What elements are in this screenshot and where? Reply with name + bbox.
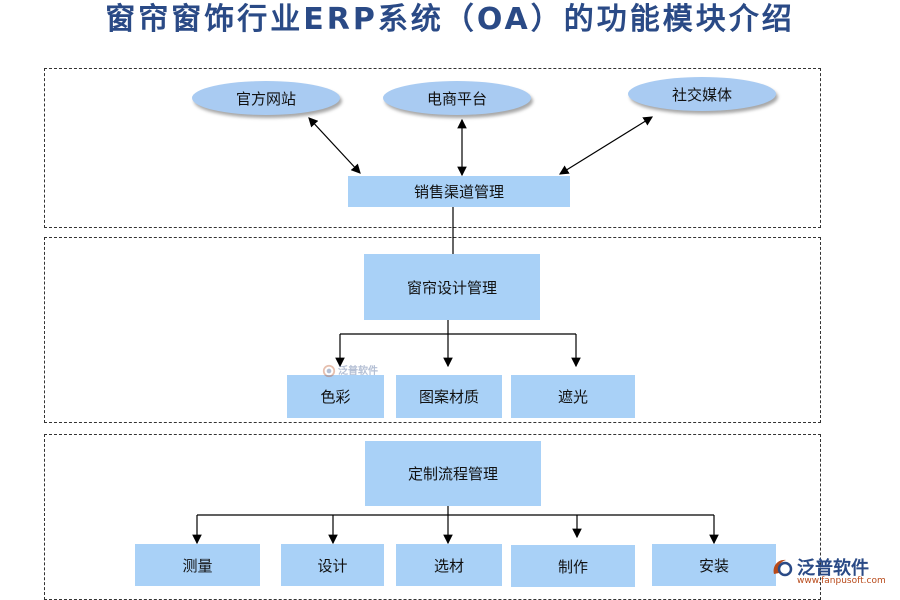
node-material-selection: 选材 — [396, 544, 502, 586]
page-title: 窗帘窗饰行业ERP系统（OA）的功能模块介绍 — [105, 2, 795, 37]
section-curtain-design — [44, 237, 821, 423]
watermark-logo: 泛普软件 — [322, 362, 378, 377]
brand-logo: 泛普软件 — [770, 554, 869, 580]
section-sales-channels — [44, 68, 821, 228]
node-design: 设计 — [281, 544, 384, 586]
node-official-site: 官方网站 — [192, 81, 340, 115]
node-color: 色彩 — [287, 375, 384, 418]
node-custom-process-management: 定制流程管理 — [365, 441, 541, 506]
node-production: 制作 — [511, 545, 635, 587]
node-blackout: 遮光 — [511, 375, 635, 418]
brand-url: www.fanpusoft.com — [797, 576, 886, 586]
fanpu-logo-icon — [322, 363, 336, 377]
node-installation: 安装 — [652, 544, 776, 586]
node-sales-channel-management: 销售渠道管理 — [348, 176, 570, 207]
brand-name: 泛普软件 — [797, 558, 869, 579]
node-ecommerce: 电商平台 — [383, 81, 531, 115]
watermark-brand: 泛普软件 — [338, 366, 378, 377]
node-social-media: 社交媒体 — [628, 77, 776, 111]
node-curtain-design-management: 窗帘设计管理 — [364, 254, 540, 320]
node-measure: 测量 — [135, 544, 260, 586]
fanpu-logo-icon — [770, 556, 794, 578]
node-pattern-material: 图案材质 — [396, 375, 502, 418]
